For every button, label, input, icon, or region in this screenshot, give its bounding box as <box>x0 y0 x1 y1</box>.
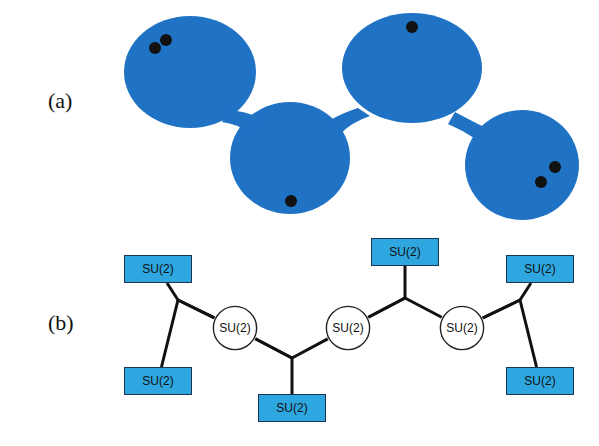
gauge-group-box: SU(2) <box>506 255 574 283</box>
gauge-group-circle: SU(2) <box>439 305 485 351</box>
group-label: SU(2) <box>524 374 555 388</box>
group-label: SU(2) <box>446 321 477 335</box>
bifundamental-line <box>368 298 441 317</box>
gauge-group-box: SU(2) <box>124 255 192 283</box>
panel-label: (a) <box>48 88 72 114</box>
particle-dots <box>149 21 561 207</box>
droplet-blobs <box>124 13 579 220</box>
bifundamental-line <box>255 339 292 394</box>
panel-label: (b) <box>48 310 74 336</box>
gauge-group-circle: SU(2) <box>212 305 258 351</box>
gauge-group-box: SU(2) <box>124 367 192 395</box>
group-label: SU(2) <box>219 321 250 335</box>
gauge-group-circle: SU(2) <box>325 305 371 351</box>
bifundamental-line <box>255 339 327 358</box>
group-label: SU(2) <box>142 374 173 388</box>
group-label: SU(2) <box>142 262 173 276</box>
bifundamental-line <box>161 300 214 367</box>
group-label: SU(2) <box>332 321 363 335</box>
group-label: SU(2) <box>524 262 555 276</box>
gauge-group-box: SU(2) <box>371 238 439 266</box>
gauge-group-box: SU(2) <box>506 367 574 395</box>
group-label: SU(2) <box>389 245 420 259</box>
bifundamental-line <box>368 266 405 317</box>
bifundamental-line <box>483 300 537 367</box>
group-label: SU(2) <box>276 401 307 415</box>
gauge-group-box: SU(2) <box>258 394 326 422</box>
